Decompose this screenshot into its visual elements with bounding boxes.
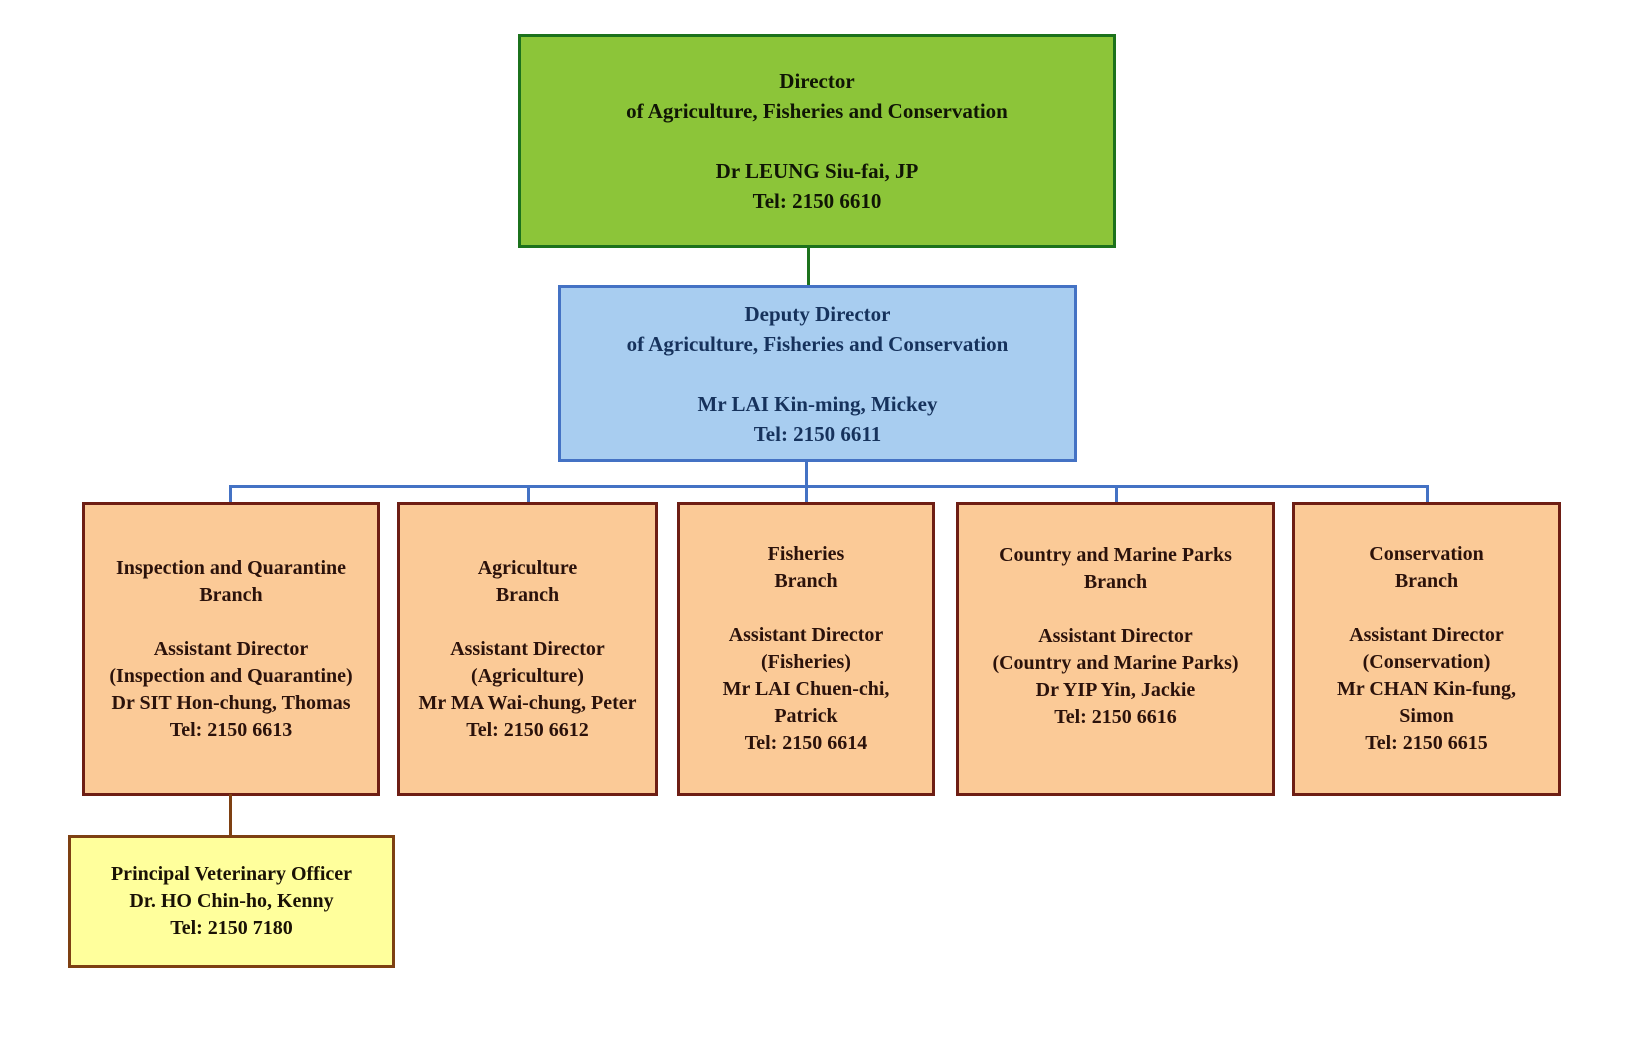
deputy-title-line-1: Deputy Director <box>744 301 891 326</box>
branch-officer-name-line-2: Patrick <box>774 705 838 727</box>
blank-line <box>400 609 655 636</box>
connector-drop-agriculture <box>527 485 530 504</box>
connector-deputy-rail <box>805 460 808 487</box>
pvo-tel: Tel: 2150 7180 <box>170 917 293 939</box>
branch-title-line-2: Branch <box>1083 570 1148 593</box>
branch-post-line-2: (Country and Marine Parks) <box>992 651 1239 674</box>
connector-drop-inspection-quarantine <box>229 485 232 504</box>
branch-title-line-1: Country and Marine Parks <box>999 543 1232 566</box>
branch-post-line-2: (Inspection and Quarantine) <box>109 664 353 687</box>
branch-post-line-1: Assistant Director <box>1038 624 1193 647</box>
branch-node-agriculture: Agriculture Branch Assistant Director (A… <box>397 502 658 796</box>
branch-title-line-2: Branch <box>774 570 838 592</box>
branch-tel: Tel: 2150 6615 <box>1365 732 1488 754</box>
branch-tel: Tel: 2150 6612 <box>466 718 589 741</box>
branch-officer-name: Mr MA Wai-chung, Peter <box>418 691 637 714</box>
pvo-title: Principal Veterinary Officer <box>110 863 353 885</box>
connector-drop-conservation <box>1426 485 1429 504</box>
branch-title-line-1: Conservation <box>1369 543 1484 565</box>
principal-veterinary-officer-node: Principal Veterinary Officer Dr. HO Chin… <box>68 835 395 968</box>
director-node: Director of Agriculture, Fisheries and C… <box>518 34 1116 248</box>
branch-officer-name-line-2: Simon <box>1399 705 1454 727</box>
branch-node-conservation: Conservation Branch Assistant Director (… <box>1292 502 1561 796</box>
director-name: Dr LEUNG Siu-fai, JP <box>715 159 919 183</box>
branch-node-fisheries: Fisheries Branch Assistant Director (Fis… <box>677 502 935 796</box>
deputy-tel: Tel: 2150 6611 <box>753 421 882 446</box>
branch-post-line-2: (Agriculture) <box>471 664 584 687</box>
pvo-name: Dr. HO Chin-ho, Kenny <box>129 890 334 912</box>
branch-node-inspection-and-quarantine: Inspection and Quarantine Branch Assista… <box>82 502 380 796</box>
blank-line <box>85 609 377 636</box>
blank-line <box>521 126 1113 156</box>
branch-post-line-1: Assistant Director <box>1349 624 1504 646</box>
blank-line <box>680 595 932 622</box>
branch-officer-name-line-1: Mr CHAN Kin-fung, <box>1336 678 1517 700</box>
branch-node-country-and-marine-parks: Country and Marine Parks Branch Assistan… <box>956 502 1275 796</box>
branch-tel: Tel: 2150 6614 <box>744 732 868 754</box>
connector-director-deputy <box>807 247 810 287</box>
connector-drop-country-marine-parks <box>1115 485 1118 504</box>
deputy-director-node: Deputy Director of Agriculture, Fisherie… <box>558 285 1077 462</box>
branch-post-line-1: Assistant Director <box>153 637 309 660</box>
branch-title-line-1: Agriculture <box>477 556 578 579</box>
branch-title-line-2: Branch <box>1394 570 1459 592</box>
branch-tel: Tel: 2150 6613 <box>169 718 293 741</box>
blank-line <box>1295 595 1558 622</box>
blank-line <box>959 596 1272 623</box>
branch-post-line-2: (Conservation) <box>1362 651 1491 673</box>
connector-drop-fisheries <box>805 485 808 504</box>
branch-officer-name: Dr SIT Hon-chung, Thomas <box>111 691 351 714</box>
branch-post-line-1: Assistant Director <box>450 637 605 660</box>
branch-tel: Tel: 2150 6616 <box>1054 705 1177 728</box>
blank-line <box>561 359 1074 389</box>
branch-title-line-1: Inspection and Quarantine <box>115 556 347 579</box>
deputy-title-line-2: of Agriculture, Fisheries and Conservati… <box>626 331 1009 356</box>
branch-post-line-2: (Fisheries) <box>761 651 851 673</box>
connector-branch-rail <box>229 485 1429 488</box>
director-title-line-1: Director <box>779 69 855 93</box>
branch-title-line-2: Branch <box>495 583 560 606</box>
branch-officer-name: Dr YIP Yin, Jackie <box>1035 678 1196 701</box>
branch-officer-name-line-1: Mr LAI Chuen-chi, <box>722 678 890 700</box>
deputy-name: Mr LAI Kin-ming, Mickey <box>697 391 938 416</box>
branch-title-line-1: Fisheries <box>767 543 845 565</box>
director-tel: Tel: 2150 6610 <box>752 189 882 213</box>
branch-post-line-1: Assistant Director <box>728 624 884 646</box>
director-title-line-2: of Agriculture, Fisheries and Conservati… <box>626 99 1008 123</box>
branch-title-line-2: Branch <box>199 583 263 606</box>
connector-branch-pvo <box>229 794 232 836</box>
